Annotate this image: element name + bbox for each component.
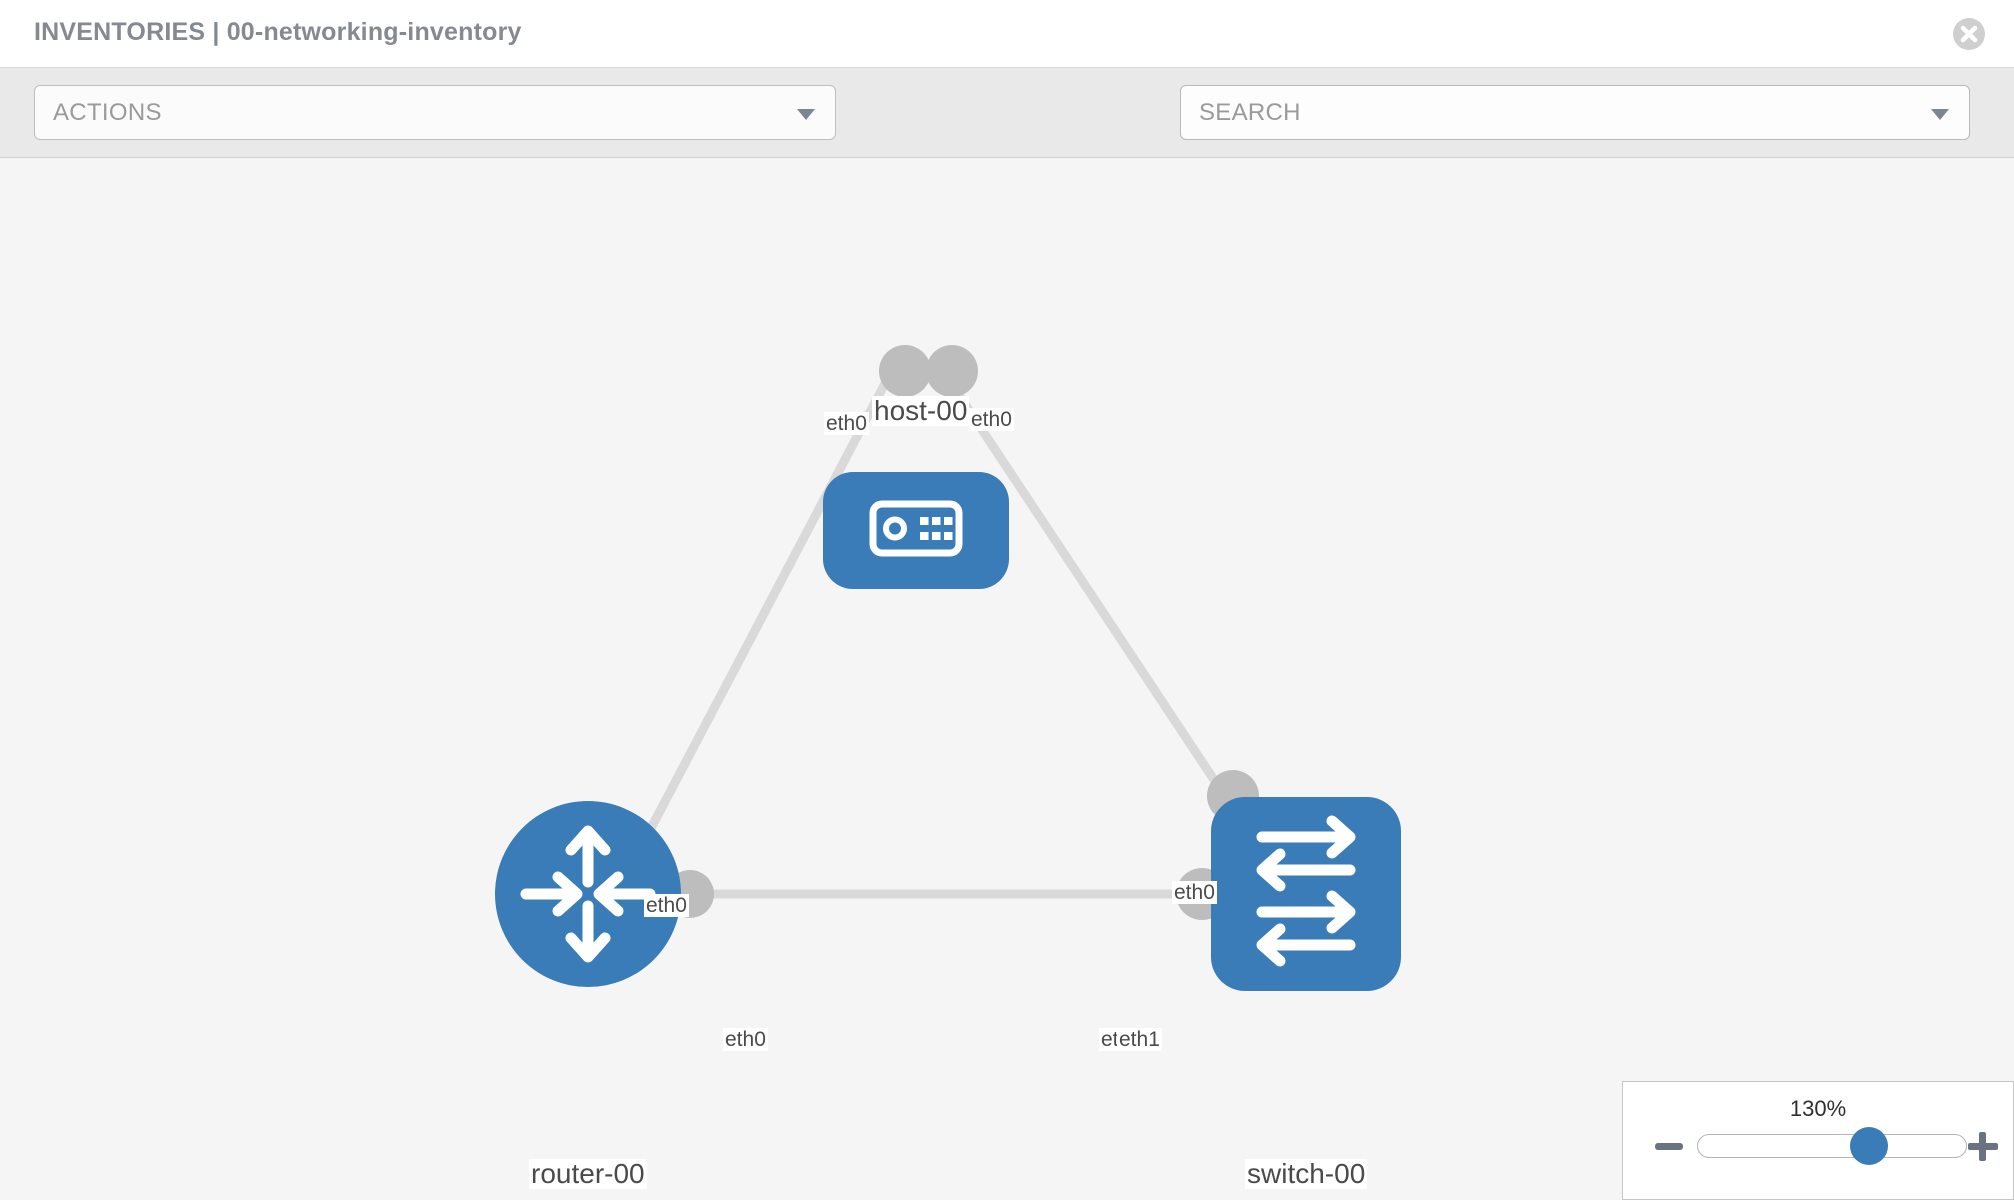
node-label-switch-00[interactable]: switch-00: [1245, 1158, 1368, 1189]
zoom-control-panel: 130%: [1622, 1081, 2014, 1200]
search-input[interactable]: SEARCH: [1180, 85, 1970, 140]
page-header: INVENTORIES | 00-networking-inventory: [0, 0, 2014, 68]
node-host-00[interactable]: [823, 472, 1009, 589]
node-router-00[interactable]: [495, 801, 681, 987]
iface-label-switch-eth1-trunk[interactable]: eth1: [1117, 1028, 1162, 1051]
topology-graph: [495, 345, 1401, 991]
zoom-level-value: 130%: [1789, 1096, 1847, 1121]
iface-label-router-eth0-trunk[interactable]: eth0: [723, 1028, 768, 1051]
link-host-router[interactable]: [636, 371, 894, 852]
zoom-slider-thumb[interactable]: [1850, 1127, 1888, 1165]
zoom-slider[interactable]: [1697, 1127, 1967, 1165]
port-host-right[interactable]: [926, 345, 978, 397]
close-icon[interactable]: [1953, 18, 1985, 50]
link-host-switch[interactable]: [941, 371, 1244, 822]
iface-label-host-eth0-right[interactable]: eth0: [969, 408, 1014, 431]
actions-dropdown-label: ACTIONS: [53, 99, 162, 126]
iface-label-host-eth0-left[interactable]: eth0: [824, 412, 869, 435]
node-label-router-00[interactable]: router-00: [529, 1158, 647, 1189]
iface-label-router-eth0-uplink[interactable]: eth0: [644, 894, 689, 917]
node-label-host-00[interactable]: host-00: [872, 395, 970, 426]
chevron-down-icon[interactable]: [1931, 109, 1949, 120]
iface-label-switch-eth0-uplink[interactable]: eth0: [1172, 881, 1217, 904]
zoom-in-button[interactable]: [1967, 1130, 1999, 1162]
chevron-down-icon: [797, 109, 815, 120]
zoom-out-button[interactable]: [1653, 1130, 1685, 1162]
search-input-value: SEARCH: [1199, 99, 1301, 126]
node-switch-00[interactable]: [1211, 797, 1401, 991]
port-host-left[interactable]: [879, 345, 931, 397]
actions-dropdown[interactable]: ACTIONS: [34, 85, 836, 140]
toolbar: ACTIONS SEARCH: [0, 68, 2014, 193]
page-title: INVENTORIES | 00-networking-inventory: [34, 18, 522, 46]
topology-links: [636, 371, 1244, 899]
topology-canvas[interactable]: host-00 router-00 switch-00 eth0 eth0 et…: [0, 159, 2014, 1200]
